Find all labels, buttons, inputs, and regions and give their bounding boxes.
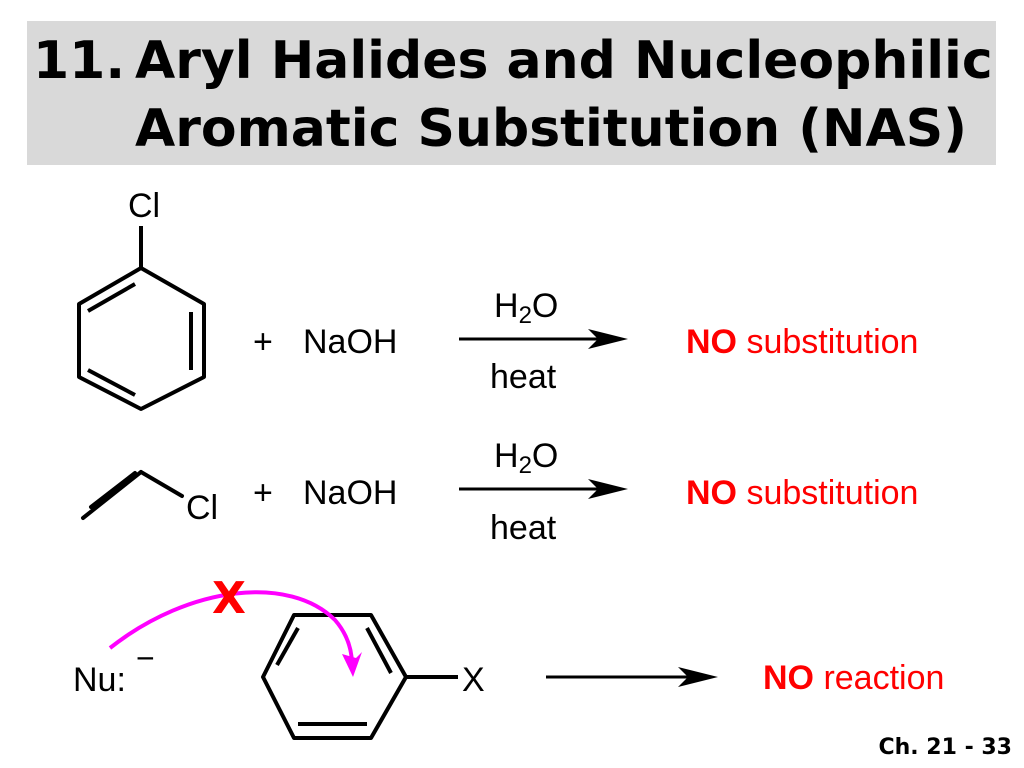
chlorobenzene-structure (77, 226, 206, 411)
reagent-label: NaOH (303, 323, 398, 361)
condition-heat: heat (490, 509, 557, 547)
chlorine-label: Cl (128, 187, 161, 225)
condition-solvent: H2O (494, 287, 559, 329)
result-label: NO substitution (686, 323, 919, 361)
condition-solvent: H2O (494, 437, 559, 479)
plus-sign: + (253, 474, 273, 512)
plus-sign: + (253, 323, 273, 361)
reaction-arrow-3 (546, 667, 718, 687)
title-line-2: Aromatic Substitution (NAS) (135, 99, 967, 159)
title-number: 11. (33, 31, 126, 91)
reagent-label: NaOH (303, 474, 398, 512)
title-banner (27, 21, 996, 165)
result-label: NO substitution (686, 474, 919, 512)
aryl-halide-structure (261, 613, 458, 740)
blocked-cross-icon: X (212, 573, 246, 624)
reaction-arrow-1 (459, 329, 628, 349)
halogen-label: X (462, 661, 485, 699)
negative-charge: − (136, 640, 155, 676)
chlorine-label: Cl (186, 489, 219, 527)
nucleophile-label: Nu: (73, 661, 126, 699)
curved-attack-arrow (108, 590, 362, 677)
condition-heat: heat (490, 358, 557, 396)
reaction-arrow-2 (459, 479, 628, 499)
vinyl-chloride-structure (81, 470, 184, 520)
slide-number: Ch. 21 - 33 (878, 735, 1012, 760)
result-label: NO reaction (763, 659, 945, 697)
title-line-1: Aryl Halides and Nucleophilic (135, 31, 993, 91)
